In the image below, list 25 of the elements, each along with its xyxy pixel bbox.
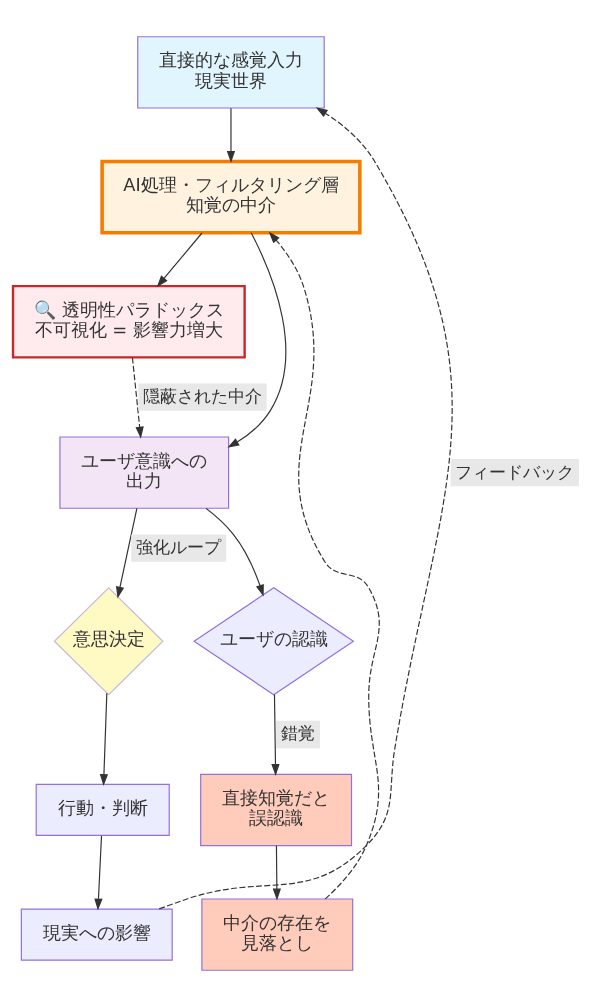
arrow bbox=[272, 844, 282, 900]
arrow bbox=[158, 106, 453, 909]
node-box: 中介の存在を見落とし bbox=[201, 897, 354, 971]
arrow bbox=[205, 507, 264, 596]
node-box: AI処理・フィルタリング層 知覚の中介 bbox=[100, 159, 362, 234]
edge-label: 錯覚 bbox=[281, 723, 316, 743]
node-box: 現実への影響 bbox=[20, 908, 173, 961]
arrow bbox=[226, 107, 236, 163]
arrow bbox=[131, 356, 144, 439]
arrow bbox=[99, 692, 109, 786]
node-diamond: ユーザの認識 bbox=[193, 586, 355, 695]
arrow bbox=[94, 834, 103, 910]
node-box: 行動・判断 bbox=[35, 783, 170, 836]
node-box: ユーザ意識への出力 bbox=[59, 435, 230, 509]
edge-label: 強化ループ bbox=[135, 537, 221, 557]
arrow bbox=[156, 231, 203, 287]
node-box: 直接知覚だと誤認識 bbox=[200, 773, 353, 846]
arrow bbox=[268, 231, 380, 899]
node-box: 直接的な感覚入力 現実世界 bbox=[137, 35, 325, 109]
node-box: 🔍 透明性パラドックス 不可視化 = 影響力増大 bbox=[11, 284, 246, 359]
arrow bbox=[227, 231, 287, 448]
edge-label: 隠蔽された中介 bbox=[143, 386, 263, 406]
edge-label: フィードバック bbox=[455, 462, 575, 482]
arrow bbox=[115, 507, 138, 599]
arrow bbox=[271, 693, 280, 776]
